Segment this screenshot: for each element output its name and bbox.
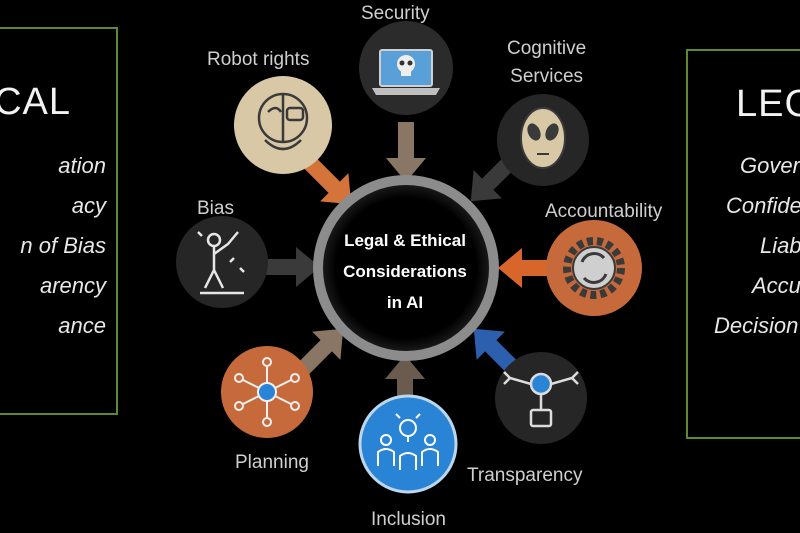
ethical-item: arency	[39, 273, 106, 298]
arrow-inclusion	[385, 355, 425, 415]
robot-arm-tools-icon	[503, 371, 579, 428]
robot-head-icon	[257, 92, 309, 151]
center-ring	[313, 175, 499, 361]
cognitive-services-node	[497, 94, 589, 186]
robot-rights-node	[234, 76, 332, 174]
bias-label: Bias	[197, 198, 234, 219]
group-idea-icon	[377, 413, 439, 470]
network-people-icon	[234, 357, 300, 427]
arrow-bias	[260, 247, 320, 287]
cognitive-label-line: Services	[510, 66, 584, 87]
bias-node	[176, 216, 268, 308]
ethical-panel: ICAL ation acy n of Bias arency ance	[0, 27, 118, 415]
legal-item: Confide	[726, 193, 800, 218]
arrow-accountability	[498, 248, 558, 288]
ethical-panel-title: ICAL	[0, 81, 71, 123]
planning-label: Planning	[235, 452, 309, 473]
security-label: Security	[361, 3, 430, 24]
accountability-label: Accountability	[545, 201, 663, 222]
transparency-label: Transparency	[467, 465, 583, 486]
person-sword-icon	[197, 231, 245, 295]
arrow-planning	[295, 328, 344, 377]
transparency-node	[495, 352, 587, 444]
accountability-node	[546, 220, 642, 316]
planning-node	[221, 346, 313, 438]
center-title-line: in AI	[386, 293, 424, 312]
legal-item: Decision	[714, 313, 799, 338]
gear-cycle-icon	[563, 237, 625, 299]
ethical-item: ation	[58, 153, 106, 178]
center-title-line: Legal & Ethical	[344, 231, 466, 250]
alien-head-icon	[520, 107, 566, 169]
security-node	[359, 21, 453, 115]
ethical-item: ance	[58, 313, 106, 338]
legal-panel-title: LEG	[736, 83, 800, 125]
legal-panel: LEG Gover Confide Liab Accu Decision	[686, 49, 800, 439]
center-title-line: Considerations	[343, 262, 467, 281]
ethical-item: acy	[71, 193, 106, 218]
cognitive-label-line: Cognitive	[507, 38, 587, 59]
inclusion-node	[358, 394, 458, 494]
robot-rights-label: Robot rights	[207, 49, 310, 70]
center-title: Legal & Ethical Considerations in AI	[320, 225, 490, 318]
laptop-skull-icon	[372, 49, 440, 95]
arrow-security	[386, 122, 426, 182]
ethical-item: n of Bias	[20, 233, 106, 258]
legal-item: Liab	[760, 233, 800, 258]
cognitive-services-label: Cognitive Services	[507, 35, 586, 91]
legal-item: Gover	[740, 153, 800, 178]
inclusion-label: Inclusion	[371, 509, 446, 530]
arrow-robot-rights	[303, 156, 352, 205]
legal-item: Accu	[752, 273, 800, 298]
